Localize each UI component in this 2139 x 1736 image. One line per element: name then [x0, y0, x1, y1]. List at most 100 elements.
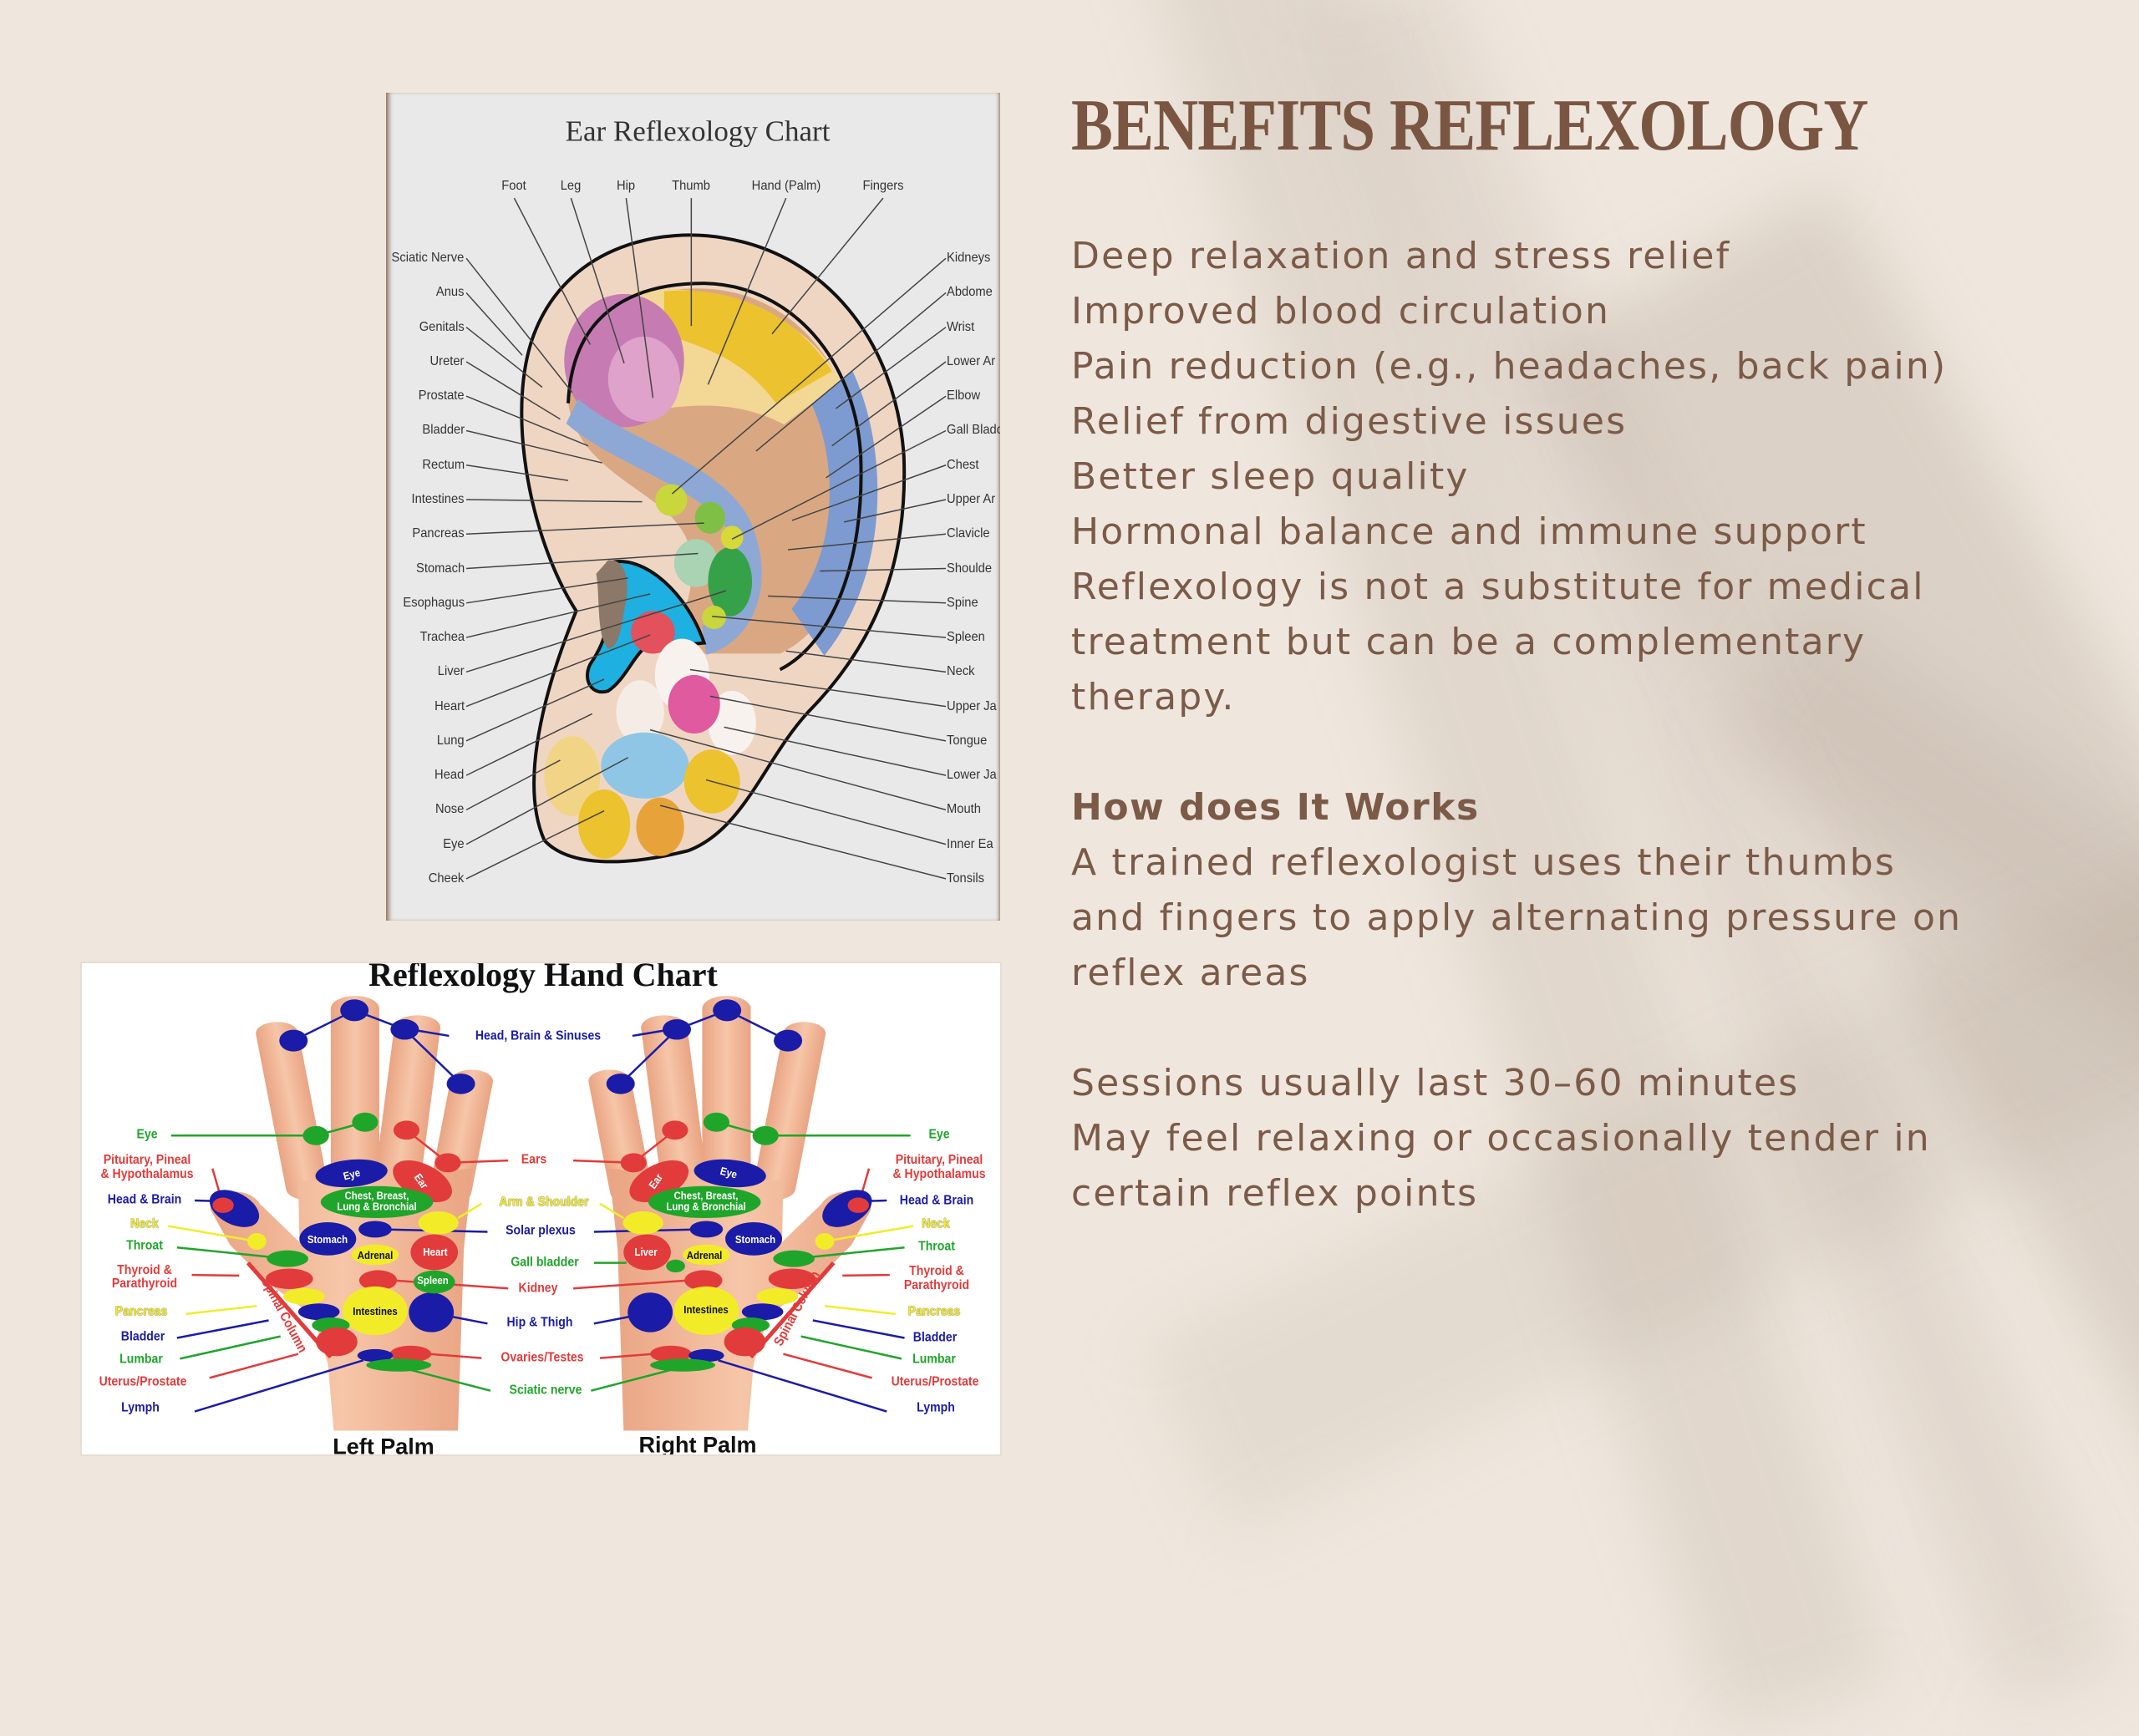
hand-label: Lumbar [119, 1352, 164, 1367]
ear-label-left: Lung [436, 733, 465, 748]
ear-leader-line [706, 780, 946, 845]
ear-illustration [386, 93, 1000, 919]
benefit-item: Hormonal balance and immune support [1071, 510, 1867, 553]
disclaimer-line: Reflexology is not a substitute for medi… [1071, 566, 1925, 608]
ear-pink-light [607, 336, 680, 422]
ear-label-left: Cheek [429, 871, 465, 886]
benefit-item: Better sleep quality [1071, 455, 1470, 498]
hand-label: Ovaries/Testes [500, 1350, 584, 1365]
reflex-point [299, 1222, 357, 1256]
ear-label-left: Liver [437, 664, 465, 679]
hand-label: Head, Brain & Sinuses [475, 1028, 601, 1043]
ear-leader-line [466, 554, 698, 569]
ear-leader-line [820, 569, 946, 571]
hand-leader-line [195, 1360, 363, 1411]
left-palm-label: Left Palm [333, 1434, 434, 1454]
hand-label: Solar plexus [506, 1224, 577, 1239]
ear-label-left: Head [434, 768, 465, 783]
hand-leader-line [825, 1306, 896, 1314]
ear-label-left: Eye [443, 836, 465, 851]
page-title: BENEFITS REFLEXOLOGY [1071, 85, 1868, 166]
ear-label-left: Trachea [419, 630, 465, 645]
reflex-point [410, 1234, 459, 1271]
reflex-point [620, 1153, 647, 1173]
benefit-item: Deep relaxation and stress relief [1071, 235, 1731, 277]
reflex-point [683, 1244, 730, 1266]
ear-helix-rim [568, 283, 861, 669]
reflex-point [389, 1345, 432, 1363]
right-palm-label: Right Palm [638, 1432, 757, 1454]
ear-label-right: Tonsils [947, 871, 985, 886]
ear-label-top: Fingers [862, 179, 904, 194]
ear-label-right: Lower Ar [947, 353, 996, 368]
hand-leader-line [573, 1281, 688, 1289]
reflex-point [316, 1327, 358, 1357]
reflex-point [703, 1112, 729, 1132]
ear-leader-line [724, 727, 946, 775]
ear-spot [655, 484, 688, 516]
hand-label: Kidney [518, 1281, 558, 1296]
hand-label: Neck [922, 1216, 950, 1231]
ear-label-right: Inner Ea [947, 836, 994, 851]
ear-spot [577, 789, 631, 859]
ear-label-left: Stomach [415, 561, 465, 576]
hand-label: Intestines [683, 1303, 729, 1317]
reflex-point [662, 1019, 691, 1040]
ear-spot [708, 691, 756, 755]
ear-leader-line [772, 198, 883, 334]
ear-spot [673, 539, 719, 587]
hand-label: Sciatic nerve [509, 1383, 582, 1398]
ear-label-left: Sciatic Nerve [391, 251, 465, 266]
ear-label-top: Hip [617, 179, 636, 194]
hand-label: Gall bladder [511, 1255, 579, 1270]
hand-chart-title: Reflexology Hand Chart [368, 963, 718, 993]
ear-leader-line [788, 534, 946, 550]
how-it-works-line: reflex areas [1071, 952, 1310, 994]
hand-label: Throat [125, 1239, 163, 1254]
ear-blue-band [566, 398, 762, 655]
ear-leader-line [466, 811, 604, 879]
ear-leader-line [732, 430, 946, 539]
reflex-point [351, 1244, 399, 1266]
ear-leader-line [832, 362, 946, 446]
hand-label: Throat [918, 1239, 956, 1254]
ear-spot [616, 680, 664, 744]
reflex-point [768, 1268, 816, 1289]
ear-leader-line [710, 696, 946, 740]
hand-label: Bladder [120, 1329, 165, 1344]
hand-leader-line [180, 1337, 280, 1359]
ear-leader-line [466, 679, 604, 741]
hand-leader-line [429, 1354, 482, 1358]
hand-label: Spleen [417, 1274, 450, 1287]
reflex-point [815, 1233, 835, 1250]
reflex-point [446, 1074, 475, 1094]
hand-label: Lymph [917, 1400, 955, 1415]
ear-blue-helix [790, 370, 878, 656]
hand-leader-line [813, 1320, 905, 1338]
disclaimer-line: treatment but can be a complementary [1071, 621, 1867, 663]
ear-label-right: Spine [947, 595, 979, 610]
reflex-point [352, 1112, 379, 1132]
hand-label: Uterus/Prostate [99, 1374, 187, 1389]
reflex-point [689, 1221, 724, 1238]
hand-leader-line [404, 1029, 460, 1084]
ear-spot [544, 736, 601, 816]
session-line: certain reflex points [1071, 1172, 1479, 1215]
reflex-point [265, 1268, 313, 1289]
ear-label-top: Thumb [672, 179, 711, 194]
reflex-point [847, 1197, 870, 1213]
ear-label-right: Lower Ja [947, 768, 998, 783]
reflex-point [773, 1250, 815, 1267]
ear-leader-line [466, 635, 650, 707]
reflex-point [662, 1120, 688, 1140]
reflex-point [688, 1348, 724, 1363]
ear-leader-line [466, 713, 592, 775]
ear-leader-line [466, 500, 642, 502]
how-it-works-heading: How does It Works [1071, 786, 1480, 829]
ear-label-left: Genitals [419, 319, 465, 334]
hand-leader-line [600, 1204, 623, 1218]
ear-label-right: Kidneys [947, 251, 991, 266]
hand-label: Chest, Breast, Lung & Bronchial [337, 1189, 417, 1213]
ear-label-left: Anus [436, 285, 465, 300]
ear-leader-line [708, 198, 785, 384]
